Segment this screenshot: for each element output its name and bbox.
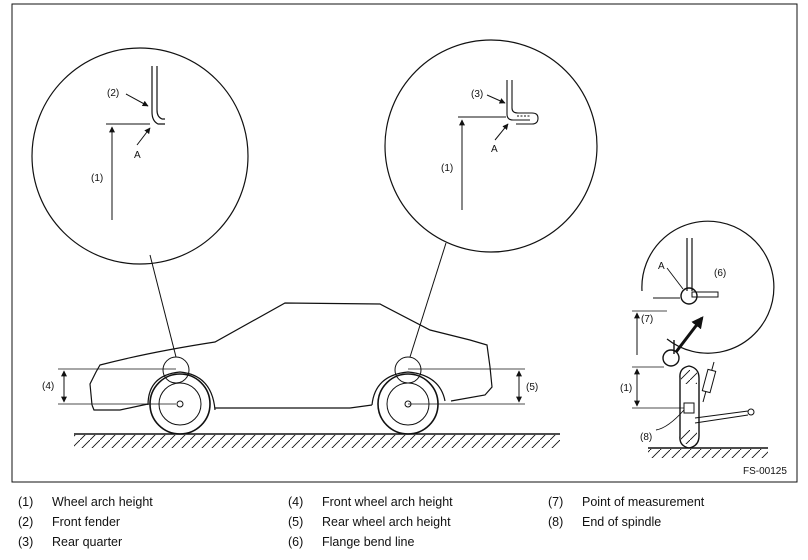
callout-a3: A: [658, 261, 665, 272]
callout-a2: A: [491, 144, 498, 155]
callout-1b: (1): [441, 163, 453, 174]
callout-3: (3): [471, 89, 483, 100]
callout-6: (6): [714, 268, 726, 279]
legend-item-2: (2)Front fender: [18, 515, 121, 529]
legend-item-4: (4)Front wheel arch height: [288, 495, 453, 509]
callout-2: (2): [107, 88, 119, 99]
legend-item-3: (3)Rear quarter: [18, 535, 123, 549]
figure-frame: [11, 3, 798, 483]
callout-a: A: [134, 150, 141, 161]
leader-rear: [409, 242, 447, 358]
callout-8: (8): [640, 432, 652, 443]
callout-4: (4): [42, 381, 54, 392]
rear-quarter-detail: (3) (1) A: [384, 39, 598, 253]
legend-item-6: (6)Flange bend line: [288, 535, 415, 549]
wheel-arch-diagram: (2) (1) A (3) (1) A: [11, 3, 798, 483]
callout-1: (1): [91, 173, 103, 184]
car-side-view: (4) (5): [42, 302, 560, 448]
front-fender-detail: (2) (1) A: [31, 47, 249, 265]
callout-7: (7): [641, 314, 653, 325]
legend-item-8: (8)End of spindle: [548, 515, 662, 529]
callout-5: (5): [526, 382, 538, 393]
leader-front: [149, 254, 177, 358]
legend: (1)Wheel arch height (2)Front fender (3)…: [18, 490, 798, 556]
spindle-detail: A (6) (7) (1) (8): [620, 220, 775, 458]
legend-item-7: (7)Point of measurement: [548, 495, 705, 509]
figure-code: FS-00125: [743, 466, 787, 477]
legend-item-5: (5)Rear wheel arch height: [288, 515, 451, 529]
callout-1c: (1): [620, 383, 632, 394]
legend-item-1: (1)Wheel arch height: [18, 495, 153, 509]
